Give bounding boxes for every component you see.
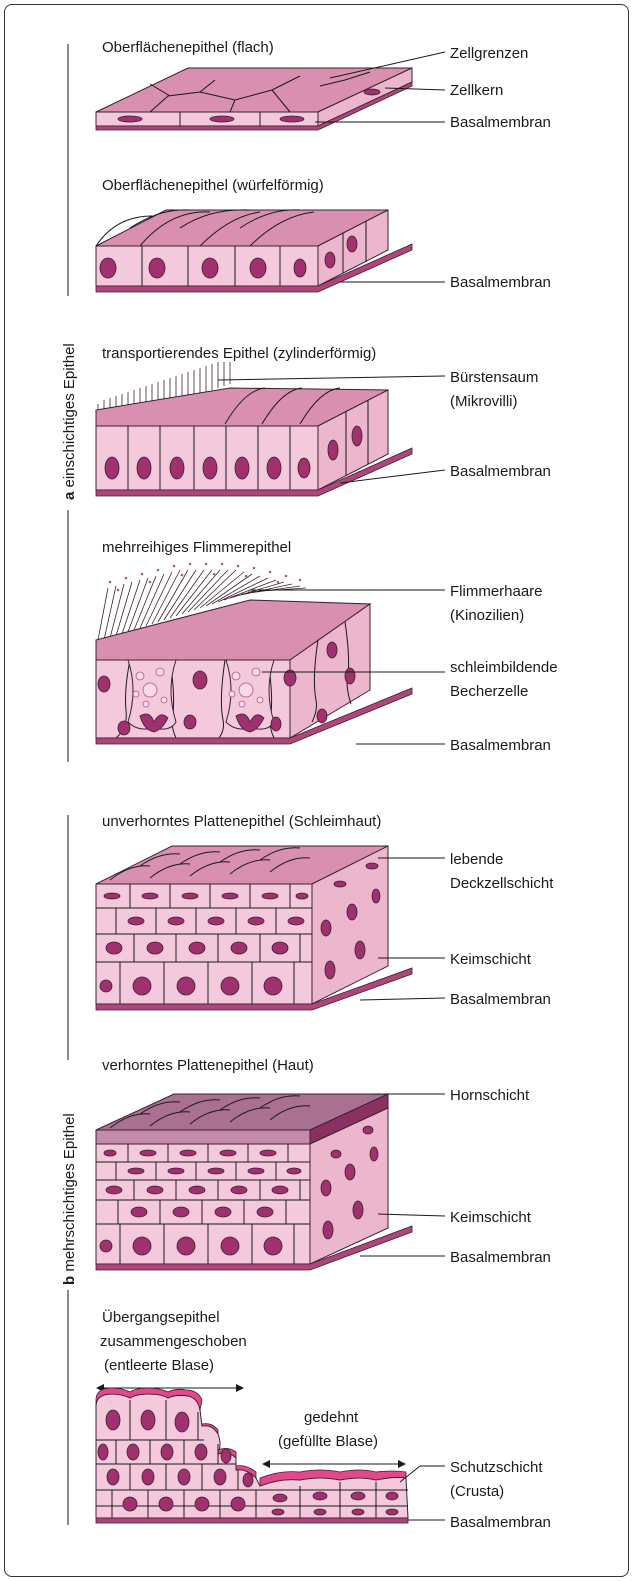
label-kinozilien: (Kinozilien) [450, 607, 524, 624]
panel-cuboidal-epithelium: Oberflächenepithel (würfelförmig) Basalm… [96, 177, 551, 292]
label-schleimbildende: schleimbildende [450, 659, 558, 676]
panel-title: transportierendes Epithel (zylinderförmi… [102, 345, 376, 362]
panel-title: Oberflächenepithel (würfelförmig) [102, 177, 324, 194]
label-keimschicht: Keimschicht [450, 1209, 532, 1226]
panel-ciliated-epithelium: mehrreihiges Flimmerepithel [96, 539, 558, 754]
label-deckzellschicht: Deckzellschicht [450, 875, 554, 892]
panel-title: mehrreihiges Flimmerepithel [102, 539, 291, 556]
section-a-label: a einschichtiges Epithel [61, 343, 78, 500]
label-zusammengeschoben: zusammengeschoben [100, 1333, 247, 1350]
panel-title: unverhorntes Plattenepithel (Schleimhaut… [102, 813, 381, 830]
panel-title: Oberflächenepithel (flach) [102, 39, 274, 56]
label-buerstensaum: Bürstensaum [450, 369, 538, 386]
label-gedehnt: gedehnt [304, 1409, 359, 1426]
label-hornschicht: Hornschicht [450, 1087, 530, 1104]
label-basalmembran: Basalmembran [450, 1514, 551, 1531]
label-basalmembran: Basalmembran [450, 1249, 551, 1266]
label-zellkern: Zellkern [450, 82, 503, 99]
label-lebende: lebende [450, 851, 503, 868]
label-gefuellte-blase: (gefüllte Blase) [278, 1433, 378, 1450]
panel-keratinized-squamous: verhorntes Plattenepithel (Haut) Hornsch… [96, 1057, 551, 1270]
label-basalmembran: Basalmembran [450, 274, 551, 291]
label-mikrovilli: (Mikrovilli) [450, 393, 518, 410]
panel-nonkeratinized-squamous: unverhorntes Plattenepithel (Schleimhaut… [96, 813, 554, 1010]
label-zellgrenzen: Zellgrenzen [450, 45, 528, 62]
label-schutzschicht: Schutzschicht [450, 1459, 543, 1476]
label-basalmembran: Basalmembran [450, 737, 551, 754]
panel-columnar-epithelium: transportierendes Epithel (zylinderförmi… [96, 345, 551, 496]
label-basalmembran: Basalmembran [450, 991, 551, 1008]
label-keimschicht: Keimschicht [450, 951, 532, 968]
label-crusta: (Crusta) [450, 1483, 504, 1500]
section-b-bracket: b mehrschichtiges Epithel [61, 815, 78, 1525]
label-basalmembran: Basalmembran [450, 463, 551, 480]
label-flimmerhaare: Flimmerhaare [450, 583, 543, 600]
label-entleerte-blase: (entleerte Blase) [104, 1357, 214, 1374]
section-b-label: b mehrschichtiges Epithel [61, 1113, 78, 1285]
panel-title: verhorntes Plattenepithel (Haut) [102, 1057, 314, 1074]
panel-flat-epithelium: Oberflächenepithel (flach) Zellgrenzen Z… [96, 39, 551, 131]
panel-transitional-epithelium: Übergangsepithel zusammengeschoben (entl… [96, 1308, 551, 1531]
label-basalmembran: Basalmembran [450, 114, 551, 131]
section-a-bracket: a einschichtiges Epithel [61, 44, 78, 762]
label-becherzelle: Becherzelle [450, 683, 528, 700]
panel-title: Übergangsepithel [102, 1308, 220, 1326]
